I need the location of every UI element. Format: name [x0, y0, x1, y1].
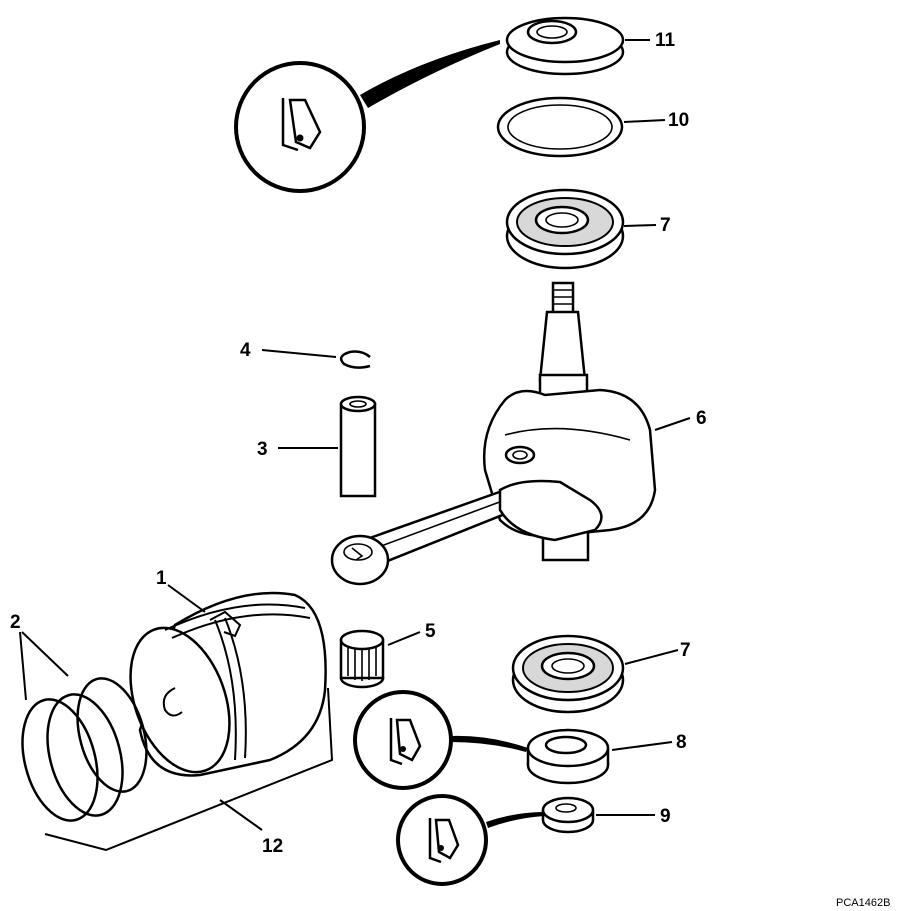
reference-code: PCA1462B	[836, 897, 890, 909]
callout-8: 8	[676, 732, 687, 753]
piston-part-1	[129, 591, 327, 777]
callout-2: 2	[10, 612, 21, 633]
needle-bearing-part-5	[339, 629, 385, 689]
leader-line-2a	[19, 631, 27, 701]
pin-part-3	[339, 395, 377, 498]
callout-9: 9	[660, 806, 671, 827]
lubricant-symbol-bottom	[396, 794, 544, 886]
seal-part-8	[526, 728, 610, 785]
callout-10: 10	[668, 110, 689, 131]
callout-11: 11	[655, 30, 676, 51]
leader-line-12	[219, 799, 263, 831]
leader-line-8	[611, 741, 673, 751]
bearing-part-7-upper	[505, 188, 625, 270]
callout-4: 4	[240, 340, 251, 361]
rings-part-2	[21, 677, 148, 822]
callout-5: 5	[425, 621, 436, 642]
bracket-line-12	[44, 687, 334, 852]
callout-12: 12	[262, 836, 283, 857]
lubricant-symbol-top	[234, 40, 500, 193]
leader-line-7a	[623, 224, 657, 227]
callout-7-upper: 7	[660, 215, 671, 236]
crankshaft-part-6	[330, 281, 657, 586]
leader-line-4	[261, 349, 337, 358]
ring-part-10	[496, 96, 624, 158]
leader-line-6	[654, 417, 691, 431]
callout-7-lower: 7	[680, 640, 691, 661]
clip-part-4	[339, 350, 371, 369]
seal-part-9	[541, 796, 595, 834]
leader-line-2b	[21, 631, 69, 677]
bearing-part-7-lower	[511, 634, 625, 714]
seal-part-11	[505, 16, 625, 76]
lubricant-symbol-middle	[353, 690, 528, 790]
callout-1: 1	[156, 568, 167, 589]
leader-line-1	[167, 584, 206, 613]
callout-3: 3	[257, 439, 268, 460]
leader-line-7b	[624, 649, 679, 665]
callout-6: 6	[696, 408, 707, 429]
leader-line-5	[387, 631, 421, 646]
leader-line-10	[623, 119, 666, 123]
